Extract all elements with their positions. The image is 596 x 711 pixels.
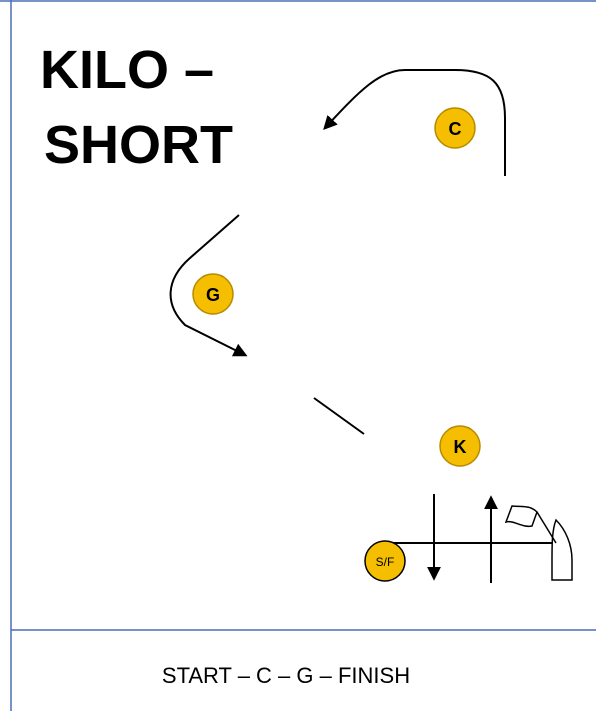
course-route-text: START – C – G – FINISH — [162, 663, 410, 688]
mark-g-label: G — [206, 285, 220, 305]
mark-k: K — [439, 425, 481, 467]
start-finish-label: S/F — [376, 555, 395, 569]
mark-g: G — [192, 273, 234, 315]
mark-c: C — [434, 107, 476, 149]
leg-around-mark-c — [323, 69, 506, 176]
flag-icon — [504, 505, 538, 528]
flag-pole — [536, 511, 557, 544]
leg-segment-to-finish — [313, 397, 365, 435]
course-title-line2: SHORT — [44, 115, 233, 175]
course-title-line1: KILO – — [40, 40, 214, 100]
start-finish-mark: S/F — [364, 540, 406, 582]
leg-around-mark-g — [169, 214, 248, 357]
mark-c-label: C — [449, 119, 462, 139]
boat-icon — [551, 518, 573, 581]
mark-k-label: K — [454, 437, 467, 457]
